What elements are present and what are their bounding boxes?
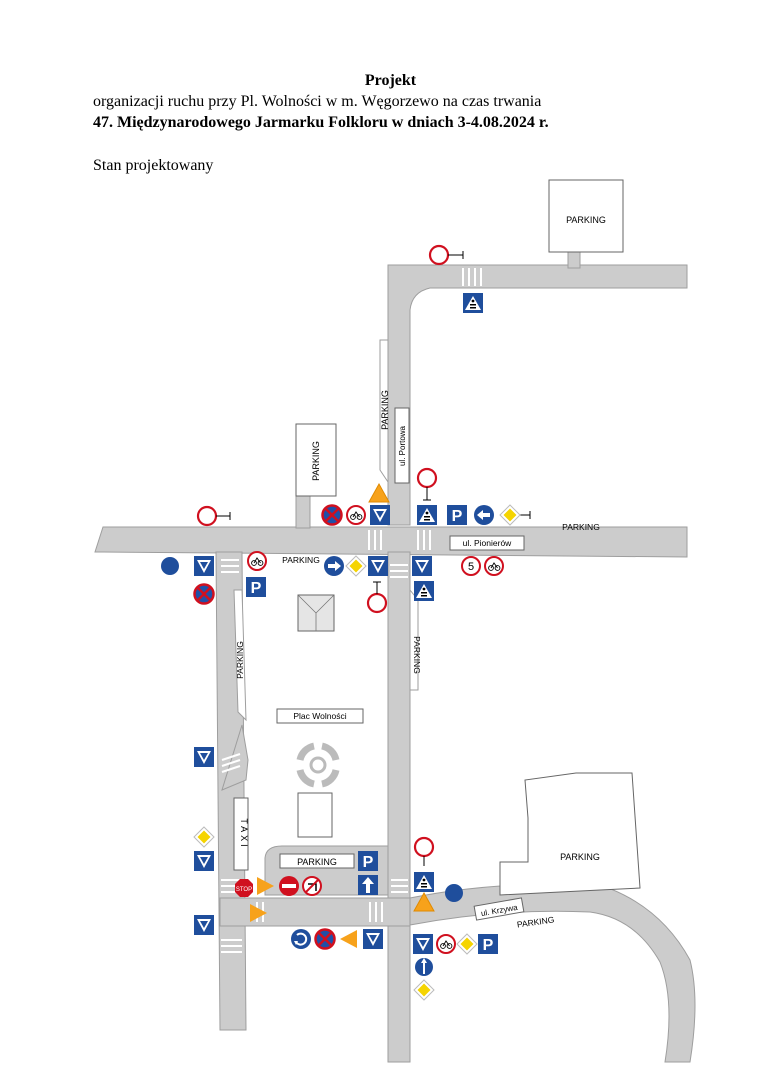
parking-strip-left: [233, 589, 247, 722]
no-bicycles-icon: [247, 551, 267, 571]
plan-state-label: Stan projektowany: [93, 157, 214, 174]
warning-triangle-icon: [257, 877, 274, 895]
yield-icon: [412, 556, 432, 576]
priority-road-icon: [456, 933, 478, 955]
krzywa-label-box: [473, 897, 525, 921]
closed-road-icon: [428, 244, 464, 266]
speed-limit-icon: 5: [461, 556, 481, 576]
svg-text:5: 5: [468, 561, 474, 573]
no-entry-icon: [279, 876, 299, 896]
label-parking-right-strip: PARKING: [412, 636, 422, 674]
no-stopping-icon: [314, 928, 336, 950]
pedestrian-crossing-icon: [463, 293, 483, 313]
parking-sign-icon: [447, 505, 467, 525]
parking-sign-icon: [358, 851, 378, 871]
yield-icon: [368, 556, 388, 576]
label-parking-left-strip: PARKING: [235, 641, 245, 679]
priority-road-icon: [499, 504, 521, 526]
priority-road-icon: [413, 979, 435, 1001]
parking-sign-icon: [478, 934, 498, 954]
yield-icon: [194, 915, 214, 935]
warning-triangle-icon: [340, 930, 357, 948]
closed-road-icon: [366, 581, 388, 614]
warning-triangle-icon: [250, 904, 267, 922]
buildings: [233, 179, 641, 921]
label-parking-top-strip: PARKING: [282, 555, 320, 565]
label-parking-left-box: PARKING: [311, 441, 321, 481]
priority-road-icon: [193, 826, 215, 848]
traffic-signs: 5 STOP: [161, 244, 531, 1001]
label-parking-north: PARKING: [566, 215, 606, 225]
priority-road-icon: [345, 555, 367, 577]
label-parking-bay: PARKING: [297, 857, 337, 867]
no-left-turn-icon: [302, 876, 322, 896]
label-parking-portowa: PARKING: [380, 390, 390, 430]
kiosk-roof-lines: [297, 594, 335, 631]
label-plac-wolnosci: Plac Wolności: [293, 711, 346, 721]
label-parking-big: PARKING: [560, 852, 600, 862]
yield-icon: [370, 505, 390, 525]
svg-text:STOP: STOP: [236, 887, 252, 893]
road-central-vertical: [387, 551, 411, 1063]
road-widening: [221, 724, 249, 791]
label-parking-krzywa: PARKING: [516, 914, 555, 929]
parking-lot-north: [548, 179, 624, 253]
pedestrian-crossing-icon: [417, 505, 437, 525]
yield-icon: [194, 851, 214, 871]
closed-road-icon: [413, 836, 435, 866]
yield-icon: [194, 556, 214, 576]
roundabout-icon: [290, 928, 312, 950]
closed-road-icon: [196, 505, 231, 527]
one-way-arrow-icon: [474, 505, 494, 525]
turn-right-or-straight-icon: [415, 958, 433, 976]
no-stopping-icon: [193, 583, 215, 605]
no-stopping-icon: [321, 504, 343, 526]
warning-triangle-icon: [368, 483, 390, 503]
no-bicycles-icon: [346, 505, 366, 525]
one-way-up-arrow-icon: [358, 875, 378, 895]
label-taxi: TAXI: [239, 818, 249, 849]
one-way-arrow-icon: [324, 556, 344, 576]
yield-icon: [413, 934, 433, 954]
road-top-north: [387, 264, 688, 526]
label-portowa: ul. Portowa: [398, 425, 407, 466]
stop-sign-icon: STOP: [235, 879, 253, 897]
label-pionierow: ul. Pionierów: [463, 538, 513, 548]
portowa-label-box: [394, 407, 410, 484]
fountain: [296, 742, 340, 788]
parking-lot-left: [295, 423, 337, 497]
no-bicycles-icon: [436, 934, 456, 954]
road-krzywa: [409, 883, 696, 1063]
stage-box: [297, 792, 333, 838]
bicycle-path-icon: [161, 557, 463, 902]
label-parking-pionierow: PARKING: [562, 522, 600, 532]
parking-bay-label: [279, 853, 355, 869]
taxi-stand: [233, 797, 249, 871]
parking-lot-big: [499, 772, 641, 896]
document-title: Projekt: [364, 72, 417, 89]
plac-label-box: [276, 708, 364, 724]
yield-icon: [194, 747, 214, 767]
closed-road-icon: [416, 467, 438, 501]
parking-sign-icon: [246, 577, 266, 597]
document-subtitle-line1: organizacji ruchu przy Pl. Wolności w m.…: [93, 93, 542, 110]
pedestrian-crossing-icon: [414, 872, 434, 892]
pionierow-label-box: [449, 535, 525, 551]
road-network: [94, 251, 696, 1063]
yield-icon: [363, 929, 383, 949]
parking-connector: [567, 251, 581, 269]
pedestrian-crossing-icon: [414, 581, 434, 601]
parking-connector-left: [295, 495, 311, 529]
document-subtitle-line2: 47. Międzynarodowego Jarmarku Folkloru w…: [93, 114, 549, 131]
parking-strip-portowa: [379, 339, 389, 484]
no-bicycles-icon: [484, 556, 504, 576]
crosswalks: [221, 268, 482, 953]
